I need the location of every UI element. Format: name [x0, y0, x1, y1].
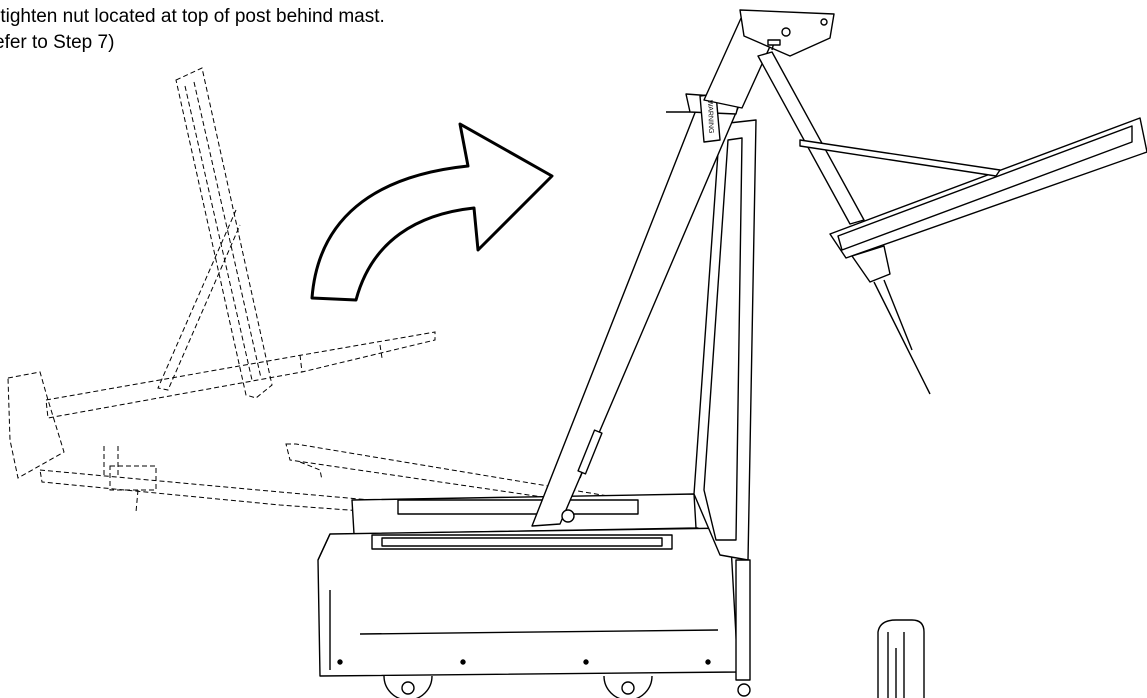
- boom-tray: [829, 117, 1147, 259]
- base-housing: [317, 527, 739, 677]
- caption-line-2: efer to Step 7): [0, 32, 115, 53]
- down-bracket: [851, 245, 891, 283]
- mast-pivot: [561, 509, 575, 523]
- caption-line-1: -tighten nut located at top of post behi…: [0, 6, 385, 27]
- ghost-folded-position: [7, 67, 701, 537]
- mast-bracket: [577, 429, 603, 475]
- end-cap-part: [877, 619, 925, 698]
- rear-strut: [757, 51, 865, 225]
- probe-rod: [873, 281, 931, 395]
- rotate-arrow: [310, 122, 554, 302]
- ghost-mast: [175, 67, 273, 399]
- warning-tag-label: WARNING: [706, 100, 714, 134]
- ghost-clamp: [109, 465, 157, 491]
- ghost-base-rail: [285, 443, 651, 513]
- ghost-boom: [45, 331, 436, 419]
- base-top-slot: [397, 499, 639, 515]
- base-front-slot: [371, 534, 673, 550]
- ghost-brace: [157, 209, 241, 391]
- instruction-caption: -tighten nut located at top of post behi…: [0, 4, 385, 56]
- frame-leg: [735, 559, 751, 681]
- stand-unit: [317, 9, 1147, 698]
- ghost-boom-end: [7, 371, 65, 479]
- tie-rod: [799, 139, 1001, 177]
